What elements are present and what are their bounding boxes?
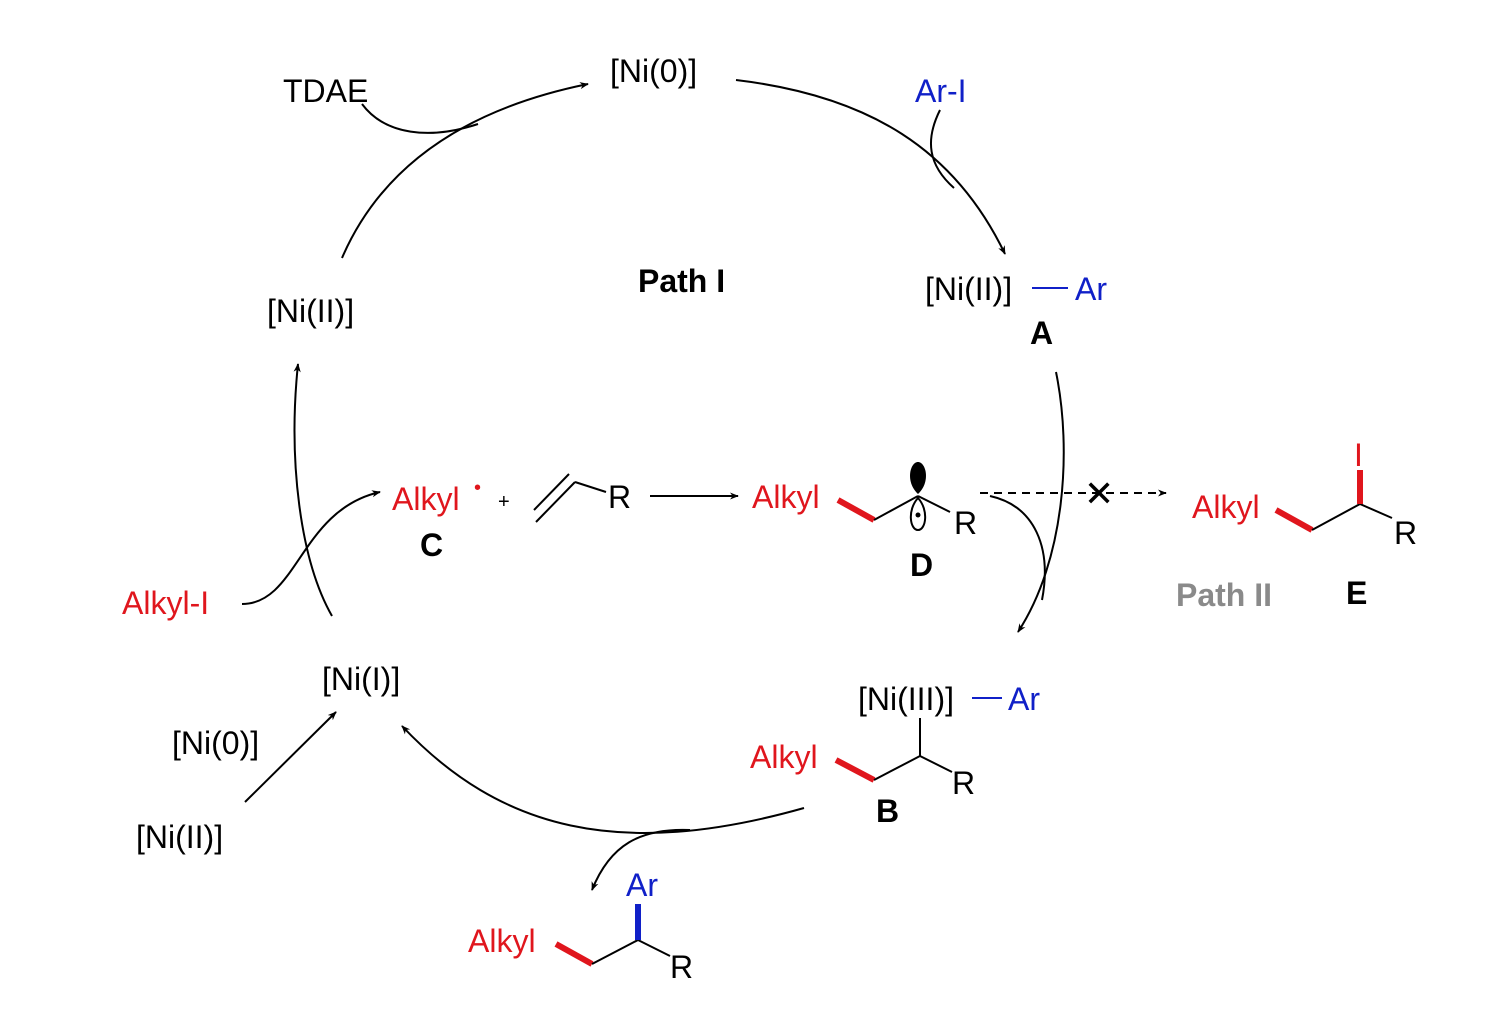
D-red-bond [836, 497, 876, 523]
B-skeleton [873, 718, 953, 781]
arc-A-to-B [1017, 371, 1065, 633]
p-orbital-icon [909, 462, 927, 532]
A-ar-label: Ar [1075, 271, 1107, 307]
product-red-bond [554, 941, 594, 967]
E-alkyl-label: Alkyl [1192, 489, 1260, 525]
C-letter: C [420, 527, 443, 563]
C-alkyl-label: Alkyl [392, 481, 460, 517]
product-r-label: R [670, 949, 693, 985]
niI-label: [Ni(I)] [322, 661, 400, 697]
E-i-label: I [1354, 437, 1363, 473]
B-alkyl-label: Alkyl [750, 739, 818, 775]
arc-ari-in [929, 109, 955, 189]
plus-sign: + [498, 491, 510, 513]
arc-tdae-in [361, 103, 479, 134]
blocked-cross-icon: ✕ [1084, 473, 1114, 514]
alkene-structure [533, 473, 607, 523]
B-ni-label: [Ni(III)] [858, 681, 954, 717]
C-radical-dot: • [474, 477, 481, 499]
arc-product-out [591, 828, 691, 891]
alkyl-i-label: Alkyl-I [122, 585, 209, 621]
niII-bottom-label: [Ni(II)] [136, 819, 223, 855]
niII-left-label: [Ni(II)] [267, 293, 354, 329]
tdae-label: TDAE [283, 73, 368, 109]
A-ni-label: [Ni(II)] [925, 271, 1012, 307]
E-skeleton [1311, 503, 1393, 531]
product-alkyl-label: Alkyl [468, 923, 536, 959]
alkene-r-label: R [608, 479, 631, 515]
ar-i-label: Ar-I [915, 73, 967, 109]
path1-label: Path I [638, 263, 725, 299]
arc-niI-to-niII [293, 363, 333, 617]
B-r-label: R [952, 765, 975, 801]
product-ar-label: Ar [626, 867, 658, 903]
B-ar-label: Ar [1008, 681, 1040, 717]
ni0-side-label: [Ni(0)] [172, 725, 259, 761]
B-letter: B [876, 793, 899, 829]
path2-label: Path II [1176, 577, 1272, 613]
D-letter: D [910, 547, 933, 583]
arc-alkyl-i-to-radical [241, 490, 381, 605]
E-r-label: R [1394, 515, 1417, 551]
B-red-bond [834, 757, 876, 783]
arc-D-to-B [989, 495, 1046, 601]
arrow-niII-to-niI [244, 711, 337, 803]
E-red-bond [1274, 507, 1314, 533]
E-letter: E [1346, 575, 1367, 611]
D-skeleton [873, 495, 951, 521]
product-skeleton [591, 939, 671, 965]
D-alkyl-label: Alkyl [752, 479, 820, 515]
arc-niII-to-ni0 [341, 82, 589, 259]
D-r-label: R [954, 505, 977, 541]
arc-B-to-niI [401, 725, 805, 834]
arc-ni0-to-A [735, 79, 1006, 255]
A-letter: A [1030, 315, 1053, 351]
ni0-top-label: [Ni(0)] [610, 53, 697, 89]
